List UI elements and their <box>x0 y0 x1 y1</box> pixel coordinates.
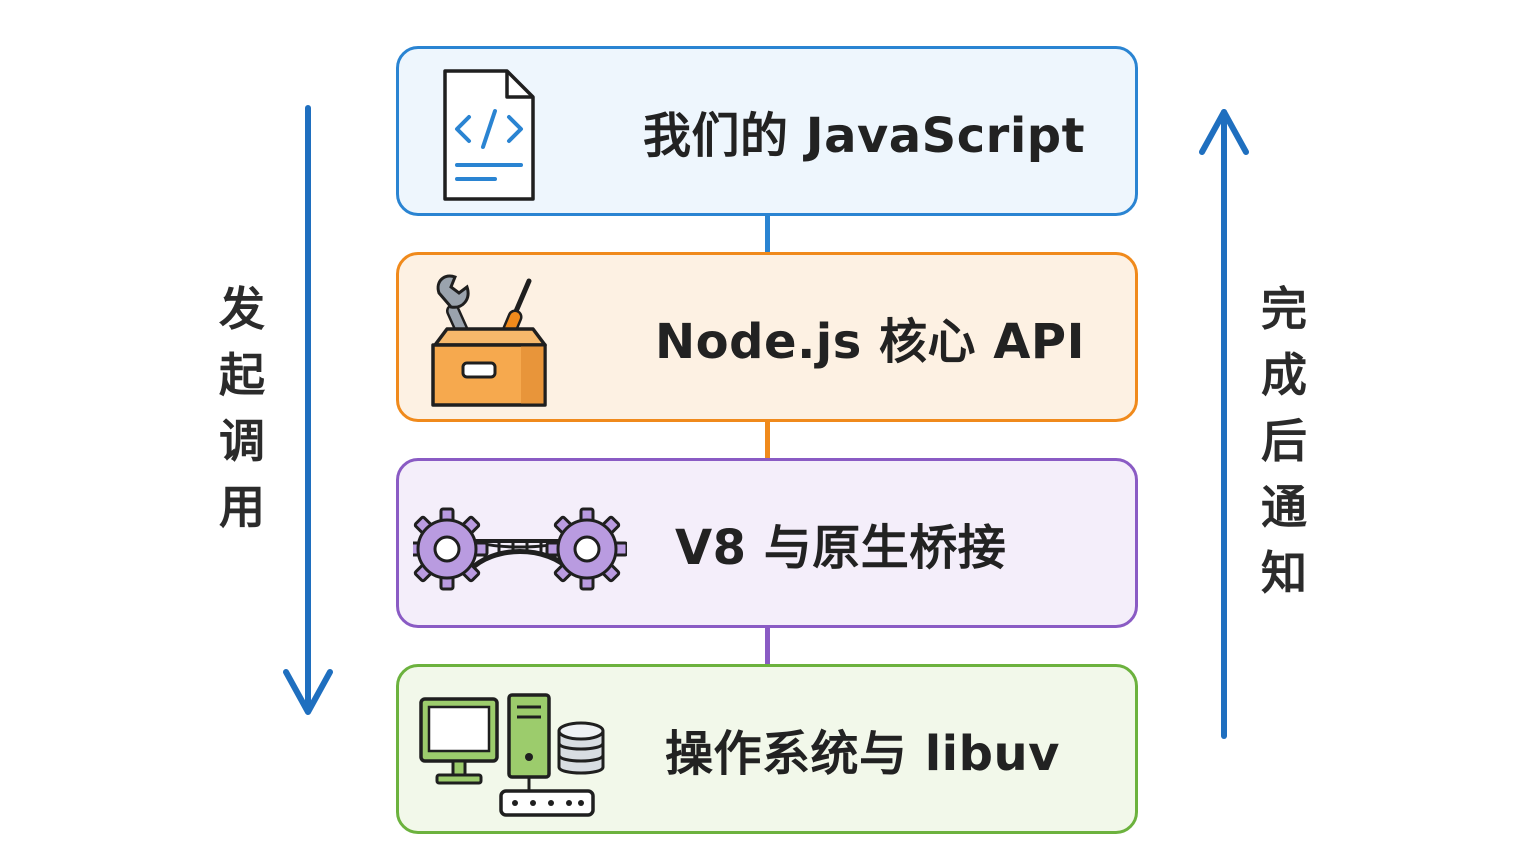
connector-v8-to-os <box>765 628 770 666</box>
connector-js-to-api <box>765 216 770 254</box>
right-arrow-label: 完成后通知 <box>1261 282 1307 600</box>
code-file-icon <box>439 67 539 209</box>
layer-javascript: 我们的 JavaScript <box>396 46 1138 216</box>
layer-label: Node.js 核心 API <box>655 314 1085 370</box>
layer-label: 我们的 JavaScript <box>643 108 1086 164</box>
up-arrow-icon <box>1199 109 1249 739</box>
toolbox-icon <box>425 271 555 415</box>
layer-os-libuv: 操作系统与 libuv <box>396 664 1138 834</box>
computer-server-database-icon <box>415 691 615 825</box>
down-arrow-icon <box>283 105 333 715</box>
left-arrow-label: 发起调用 <box>219 282 265 534</box>
layer-node-core-api: Node.js 核心 API <box>396 252 1138 422</box>
layer-label: 操作系统与 libuv <box>665 726 1060 782</box>
connector-api-to-v8 <box>765 422 770 460</box>
layer-label: V8 与原生桥接 <box>675 520 1007 576</box>
gear-bridge-icon <box>405 501 629 601</box>
layer-v8-native-bridge: V8 与原生桥接 <box>396 458 1138 628</box>
